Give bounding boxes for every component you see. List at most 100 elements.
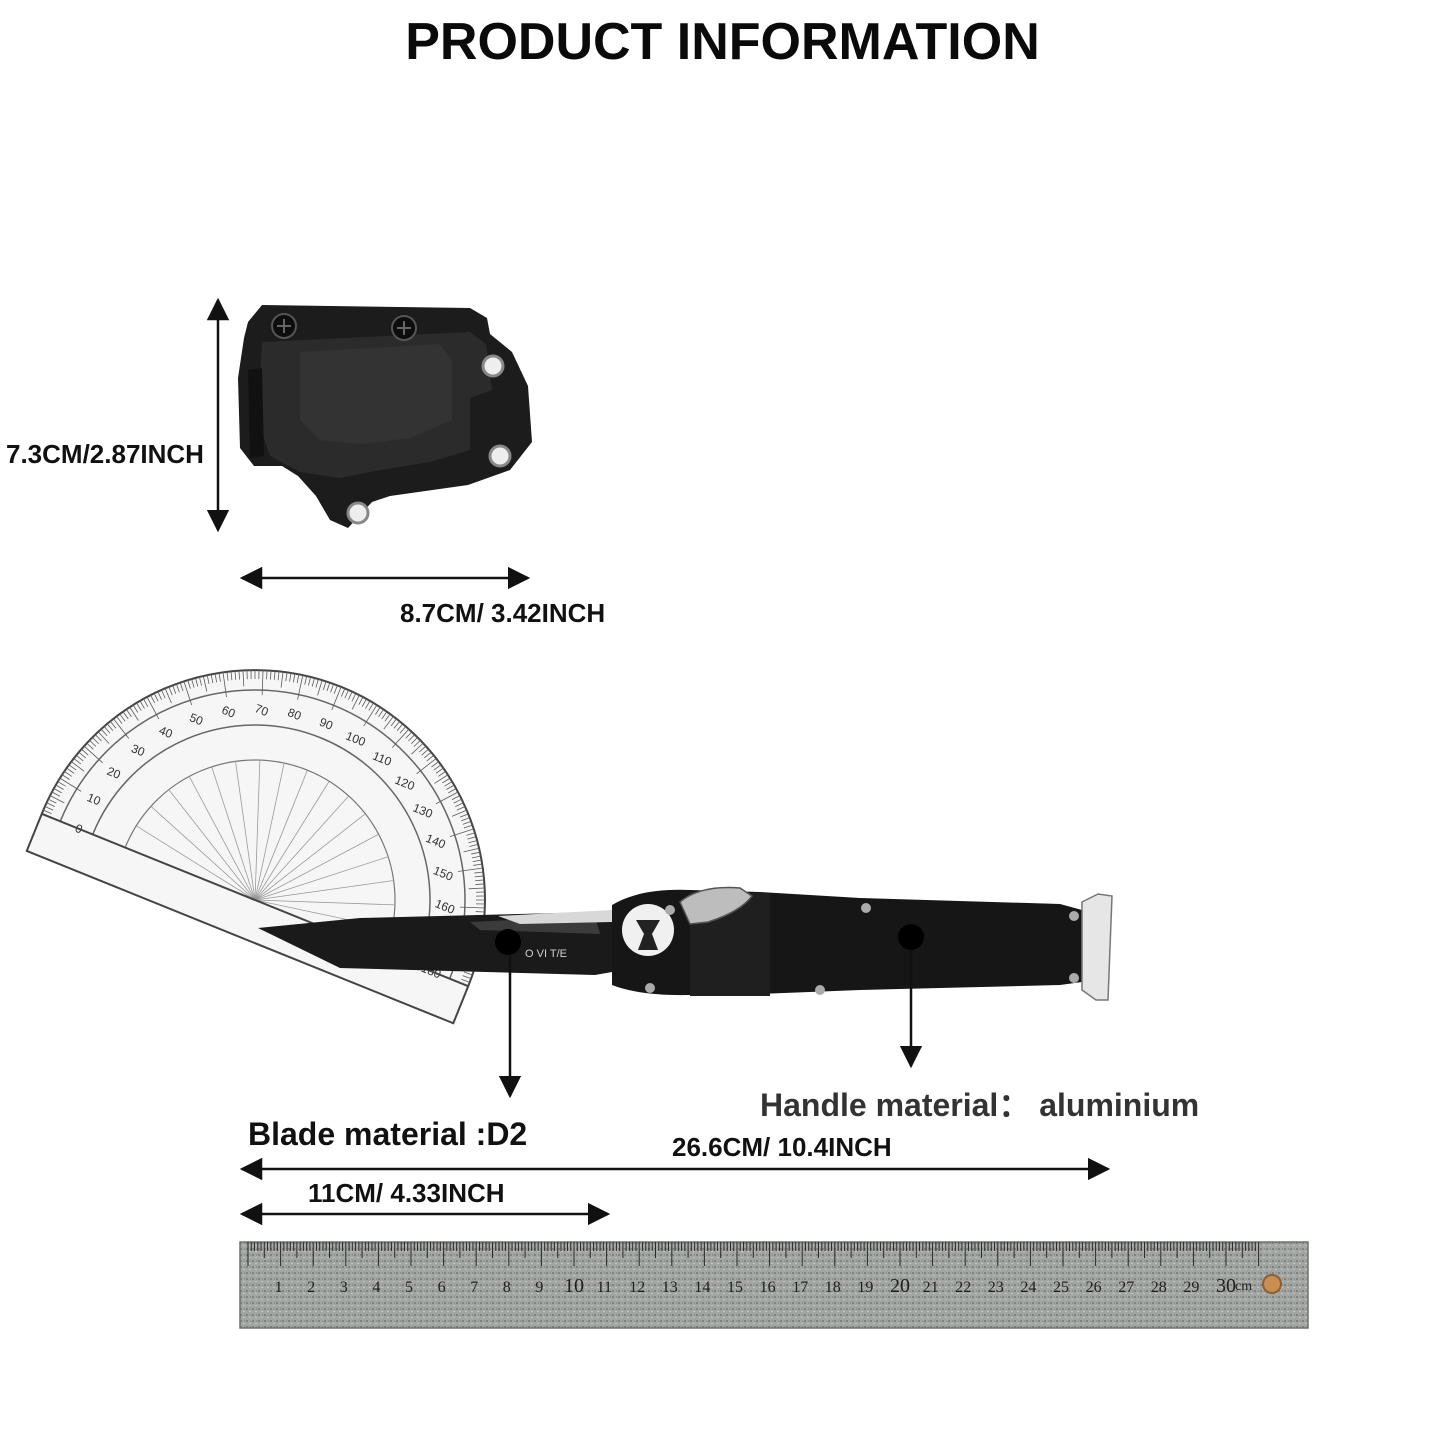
protractor-ray: [211, 766, 256, 901]
protractor-tick: [116, 716, 123, 724]
protractor-tick: [340, 688, 346, 697]
protractor-tick: [44, 806, 54, 811]
protractor-tick: [89, 739, 97, 747]
sheath-eyelet: [346, 501, 370, 525]
protractor-tick: [351, 694, 360, 710]
protractor-tick: [418, 745, 427, 753]
protractor-tick: [46, 802, 55, 807]
protractor-tick: [280, 671, 284, 688]
protractor-tick: [164, 688, 172, 704]
protractor-ray: [168, 789, 256, 901]
sheath-screw: [271, 313, 297, 339]
protractor-number: 90: [317, 715, 335, 733]
protractor-tick: [230, 671, 233, 681]
protractor-number: 10: [85, 790, 103, 808]
protractor-tick: [444, 781, 453, 787]
ruler-number: 13: [662, 1279, 678, 1296]
protractor-tick: [57, 781, 66, 787]
ruler-number: 1: [275, 1279, 283, 1296]
protractor-tick: [416, 758, 437, 775]
protractor-tick: [457, 867, 483, 872]
protractor-tick: [55, 784, 64, 790]
protractor-tick: [48, 798, 57, 804]
protractor-tick: [53, 788, 62, 794]
ruler-number: 20: [890, 1275, 910, 1297]
protractor-number: 80: [286, 705, 304, 723]
ruler-number: 12: [629, 1279, 645, 1296]
protractor-tick: [113, 718, 130, 739]
protractor-tick: [297, 674, 304, 700]
protractor-tick: [106, 723, 114, 731]
ruler-number: 11: [597, 1279, 612, 1296]
protractor-tick: [61, 774, 70, 780]
protractor-tick: [183, 681, 193, 706]
protractor-tick: [468, 840, 478, 844]
protractor-tick: [273, 670, 276, 680]
protractor-tick: [463, 847, 480, 853]
protractor-tick: [83, 745, 103, 764]
protractor-tick: [322, 681, 327, 690]
protractor-ray: [254, 813, 366, 901]
protractor-number: 70: [253, 701, 271, 719]
protractor-tick: [179, 682, 184, 692]
protractor-tick: [187, 679, 191, 689]
page-title: PRODUCT INFORMATION: [405, 13, 1040, 71]
protractor-tick: [431, 761, 439, 768]
protractor-ray: [254, 833, 379, 901]
protractor-tick: [308, 676, 312, 686]
protractor-tick: [455, 802, 464, 807]
protractor-tick: [435, 791, 459, 805]
protractor-tick: [468, 887, 485, 890]
protractor-tick: [250, 670, 252, 680]
protractor-tick: [198, 676, 202, 686]
protractor-tick: [100, 728, 108, 737]
protractor-tick: [86, 742, 94, 750]
ruler-number: 25: [1053, 1279, 1069, 1296]
protractor-tick: [462, 820, 472, 825]
ruler-number: 10: [564, 1275, 584, 1297]
protractor-tick: [136, 702, 142, 711]
protractor-tick: [261, 670, 264, 696]
protractor-tick: [210, 674, 214, 684]
protractor-tick: [254, 670, 256, 679]
protractor-tick: [365, 700, 371, 709]
protractor-tick: [424, 751, 432, 759]
ruler-number: 14: [694, 1279, 710, 1296]
protractor-tick: [467, 836, 477, 840]
protractor-tick: [126, 709, 132, 718]
protractor-tick: [317, 679, 323, 696]
protractor-tick: [73, 758, 82, 765]
protractor-tick: [330, 683, 335, 693]
protractor-tick: [234, 670, 237, 680]
protractor-tick: [296, 674, 300, 684]
protractor-tick: [195, 677, 199, 687]
ruler-number: 16: [760, 1279, 776, 1296]
protractor-tick: [76, 754, 84, 762]
protractor-tick: [466, 832, 476, 836]
protractor-tick: [476, 899, 486, 901]
protractor-tick: [168, 686, 173, 696]
protractor-tick: [437, 771, 446, 777]
protractor-tick: [146, 696, 160, 720]
ruler-number: 7: [470, 1279, 478, 1296]
sheath-eyelet: [488, 444, 512, 468]
protractor-ray: [254, 856, 389, 901]
protractor-tick: [292, 673, 296, 683]
handle-material-label: Handle material： aluminium: [760, 1087, 1200, 1123]
protractor-tick: [381, 711, 388, 720]
ruler-number: 26: [1086, 1279, 1102, 1296]
sheath-screw: [391, 315, 417, 341]
protractor-tick: [78, 751, 86, 759]
ruler-number: 19: [857, 1279, 873, 1296]
protractor-ray: [254, 880, 394, 901]
protractor-tick: [475, 911, 485, 913]
protractor-ray: [254, 899, 395, 906]
protractor-ray: [254, 781, 330, 901]
ruler-number: 17: [792, 1279, 808, 1296]
protractor-tick: [421, 748, 429, 756]
protractor-ray: [235, 761, 256, 901]
protractor-tick: [393, 721, 401, 729]
protractor-tick: [289, 672, 292, 682]
protractor-ray: [188, 776, 256, 901]
